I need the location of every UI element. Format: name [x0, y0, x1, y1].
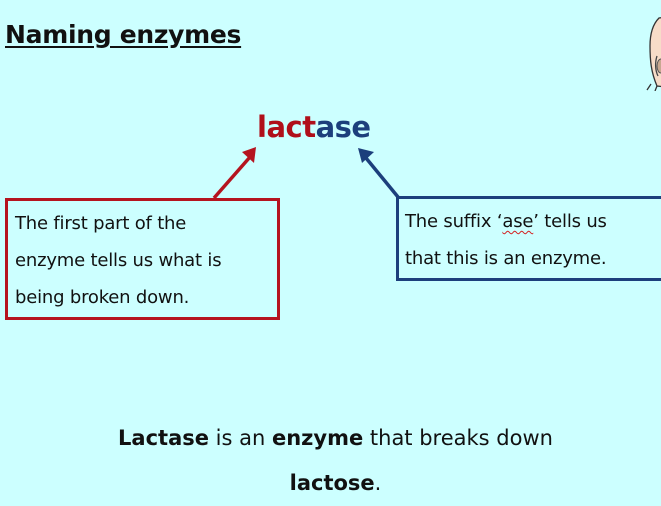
prefix-explanation-line: being broken down. — [15, 287, 190, 308]
word-suffix: ase — [315, 110, 372, 144]
prefix-explanation-line: The first part of the — [15, 213, 187, 234]
suffix-explanation-line: The suffix ‘ase’ tells us — [405, 203, 661, 240]
enzyme-word-lactase: lactase — [257, 110, 371, 144]
summary-text: is an — [209, 426, 272, 450]
word-prefix: lact — [257, 110, 316, 144]
suffix-explanation-box: The suffix ‘ase’ tells us that this is a… — [396, 196, 661, 281]
suffix-text-before: The suffix ‘ — [405, 211, 503, 232]
summary-text: . — [374, 471, 382, 495]
term-lactose: lactose — [289, 471, 375, 495]
term-enzyme: enzyme — [271, 426, 364, 450]
suffix-text-after: ’ tells us — [533, 211, 607, 232]
summary-text: that breaks down — [363, 426, 553, 450]
prefix-explanation-box: The first part of the enzyme tells us wh… — [5, 198, 280, 320]
suffix-explanation-line: that this is an enzyme. — [405, 248, 607, 269]
prefix-explanation-line: enzyme tells us what is — [15, 250, 222, 271]
blue-arrow-icon — [358, 148, 400, 199]
summary-sentence: Lactase is an enzyme that breaks down lac… — [0, 416, 661, 506]
cartoon-character-icon — [646, 17, 661, 91]
red-arrow-icon — [212, 147, 256, 200]
term-lactase: Lactase — [118, 426, 209, 450]
suffix-highlight: ase — [502, 211, 534, 232]
slide-title: Naming enzymes — [5, 20, 242, 49]
